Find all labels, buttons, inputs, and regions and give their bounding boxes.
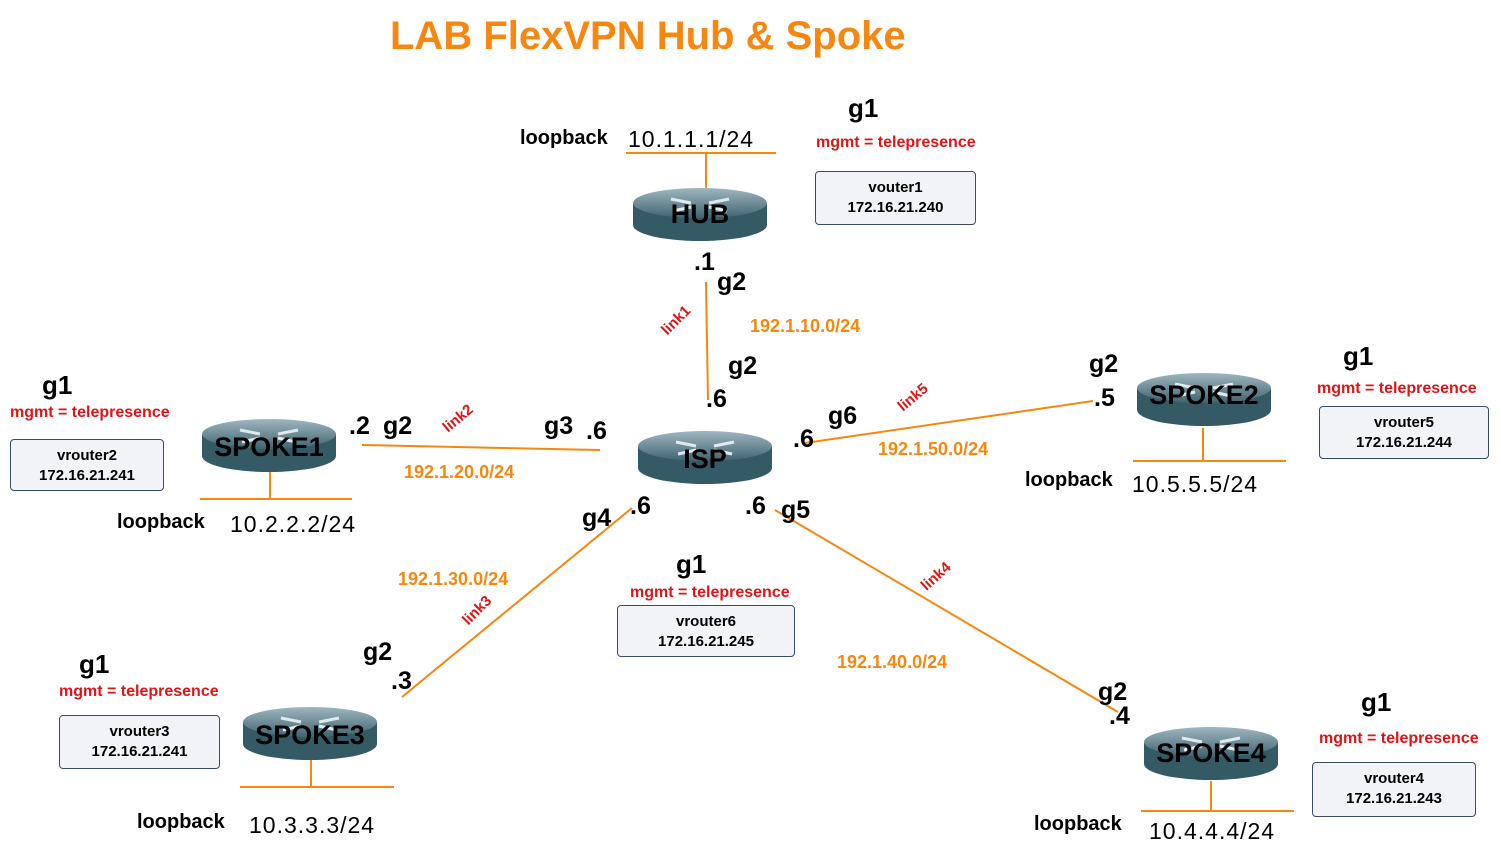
hub-mgmt-label: mgmt = telepresence [816,134,976,151]
spoke3-loopback-label: loopback [137,811,225,833]
link4-isp-port: g5 [781,496,811,524]
spoke2-loopback-value: 10.5.5.5/24 [1132,471,1259,497]
link5-line [804,400,1094,444]
router-icon [202,419,336,472]
hub-loopback-value: 10.1.1.1/24 [628,126,755,152]
isp-mgmt-box: vrouter6 172.16.21.245 [617,605,795,657]
isp-mgmt-ip: 172.16.21.245 [658,633,754,650]
spoke4-loopback-label: loopback [1034,813,1122,835]
spoke1-router[interactable]: SPOKE1 [200,418,338,474]
link2-network: 192.1.20.0/24 [404,462,515,482]
link1-isp-host: .6 [706,385,727,413]
spoke4-router[interactable]: SPOKE4 [1142,726,1280,782]
link1-line [705,281,709,401]
link5-spoke2-port: g2 [1089,350,1119,378]
hub-mgmt-box: vouter1 172.16.21.240 [815,171,976,225]
link1-hub-host: .1 [694,248,715,276]
link2-spoke1-host: .2 [349,412,370,440]
spoke1-loopback-label: loopback [117,511,205,533]
spoke2-loopback-label: loopback [1025,469,1113,491]
spoke1-router-name: SPOKE1 [214,432,324,462]
spoke2-mgmt-label: mgmt = telepresence [1317,380,1477,397]
router-icon [633,188,767,241]
spoke1-mgmt-label: mgmt = telepresence [10,404,170,421]
spoke1-g1-label: g1 [42,370,73,400]
spoke2-router[interactable]: SPOKE2 [1135,372,1273,428]
link1-hub-port: g2 [717,268,747,296]
link3-spoke3-host: .3 [391,667,412,695]
isp-g1-label: g1 [676,549,707,579]
link4-spoke4-port: g2 [1098,678,1128,706]
link3-network: 192.1.30.0/24 [398,569,509,589]
router-icon [1137,373,1271,426]
spoke2-router-name: SPOKE2 [1149,380,1259,410]
hub-router[interactable]: HUB [631,187,769,243]
spoke3-mgmt-ip: 172.16.21.241 [91,743,188,760]
spoke3-mgmt-label: mgmt = telepresence [59,683,219,700]
link3-spoke3-port: g2 [363,638,393,666]
spoke4-vm-name: vrouter4 [1363,770,1425,787]
link2-isp-host: .6 [586,417,607,445]
spoke3-router-name: SPOKE3 [255,720,365,750]
router-icon [243,707,377,760]
link3-isp-port: g4 [582,504,612,532]
link1-isp-port: g2 [728,352,758,380]
router-icon [638,431,772,484]
link2-isp-port: g3 [544,412,574,440]
spoke2-g1-label: g1 [1343,341,1374,371]
router-icon [1144,727,1278,780]
hub-vm-name: vouter1 [868,179,923,196]
spoke4-mgmt-label: mgmt = telepresence [1319,730,1479,747]
spoke4-loopback-value: 10.4.4.4/24 [1149,818,1276,844]
spoke3-vm-name: vrouter3 [109,723,170,740]
hub-mgmt-ip: 172.16.21.240 [847,199,944,216]
link2-spoke1-port: g2 [383,412,413,440]
link3-isp-host: .6 [630,492,651,520]
spoke2-vm-name: vrouter5 [1373,414,1435,431]
spoke1-mgmt-box: vrouter2 172.16.21.241 [10,439,164,491]
spoke3-router[interactable]: SPOKE3 [241,706,379,762]
spoke4-mgmt-ip: 172.16.21.243 [1346,790,1442,807]
link4-isp-host: .6 [745,492,766,520]
link1-network: 192.1.10.0/24 [750,316,861,336]
hub-g1-label: g1 [848,93,879,123]
spoke2-mgmt-box: vrouter5 172.16.21.244 [1319,406,1489,459]
spoke4-g1-label: g1 [1361,687,1392,717]
link5-spoke2-host: .5 [1094,384,1115,412]
spoke1-vm-name: vrouter2 [56,447,118,464]
isp-router-name: ISP [683,444,727,474]
spoke2-mgmt-ip: 172.16.21.244 [1356,434,1452,451]
spoke4-router-name: SPOKE4 [1156,738,1266,768]
link2-line [361,444,601,451]
spoke3-mgmt-box: vrouter3 172.16.21.241 [59,715,220,769]
spoke3-loopback-value: 10.3.3.3/24 [249,812,376,838]
spoke3-g1-label: g1 [79,649,110,679]
diagram-title: LAB FlexVPN Hub & Spoke [390,14,906,58]
spoke1-mgmt-ip: 172.16.21.241 [39,467,135,484]
spoke4-mgmt-box: vrouter4 172.16.21.243 [1312,762,1476,817]
isp-router[interactable]: ISP [636,430,774,486]
link4-line [774,509,1119,713]
isp-mgmt-label: mgmt = telepresence [630,584,790,601]
link4-network: 192.1.40.0/24 [837,652,948,672]
link5-isp-host: .6 [793,425,814,453]
hub-router-name: HUB [670,199,730,229]
link5-isp-port: g6 [828,402,858,430]
link3-line [401,507,633,698]
link4-spoke4-host: .4 [1109,702,1130,730]
link5-network: 192.1.50.0/24 [878,439,989,459]
spoke1-loopback-value: 10.2.2.2/24 [230,511,357,537]
hub-loopback-label: loopback [520,127,608,149]
isp-vm-name: vrouter6 [675,613,737,630]
